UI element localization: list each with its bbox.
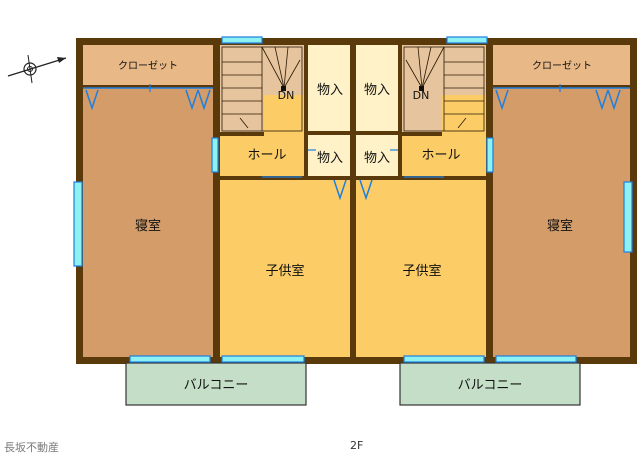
right-closet — [493, 45, 630, 85]
left-kids-room-label: 子供室 — [265, 263, 304, 279]
left-storage-upper — [308, 45, 350, 131]
left-balcony — [125, 362, 307, 406]
closet-doors — [83, 87, 630, 201]
left-bedroom — [83, 88, 213, 357]
left-storage-lower-label: 物入 — [317, 151, 343, 166]
right-stair-treads — [403, 46, 485, 132]
right-hall — [402, 136, 486, 176]
windows — [73, 36, 633, 363]
right-bedroom-label: 寝室 — [547, 218, 573, 234]
right-bedroom — [493, 88, 630, 357]
right-kids-room — [356, 180, 486, 357]
left-stair-dot — [281, 86, 286, 91]
left-stair-treads — [221, 46, 303, 132]
left-storage-upper-label: 物入 — [317, 83, 343, 98]
left-closet-label: クローゼット — [118, 60, 178, 72]
right-stairs-label: DN — [413, 89, 430, 102]
left-balcony-label: バルコニー — [184, 378, 249, 393]
left-hall-label: ホール — [247, 148, 286, 163]
right-balcony-label: バルコニー — [458, 378, 523, 393]
right-storage-upper — [356, 45, 398, 131]
left-kids-room — [220, 180, 350, 357]
right-balcony — [399, 362, 581, 406]
right-hall-landing — [442, 95, 486, 136]
right-hall-label: ホール — [421, 148, 460, 163]
left-hall — [220, 136, 304, 176]
left-stairs-label: DN — [278, 89, 295, 102]
right-stair-dot — [419, 86, 424, 91]
agency-name: 長坂不動産 — [4, 441, 59, 454]
left-closet — [83, 45, 213, 85]
floor-label: 2F — [350, 439, 364, 452]
right-storage-lower-label: 物入 — [364, 151, 390, 166]
right-closet-label: クローゼット — [532, 60, 592, 72]
right-kids-room-label: 子供室 — [402, 263, 441, 279]
left-bedroom-label: 寝室 — [135, 218, 161, 234]
left-storage-lower — [308, 135, 350, 176]
left-hall-landing — [264, 95, 304, 136]
door-marks — [149, 84, 561, 178]
compass-arrow-icon — [7, 54, 67, 84]
right-storage-lower — [356, 135, 398, 176]
right-storage-upper-label: 物入 — [364, 83, 390, 98]
